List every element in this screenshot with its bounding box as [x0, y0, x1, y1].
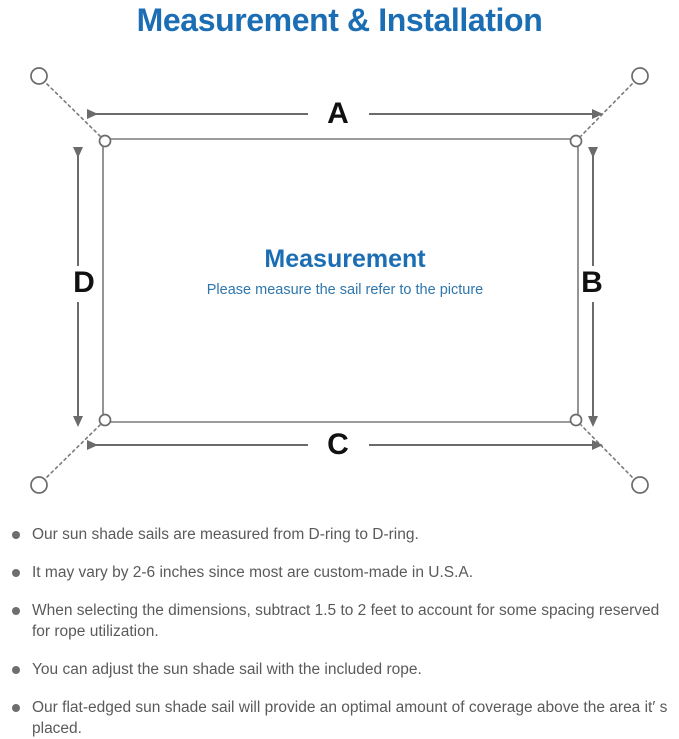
notes-list: Our sun shade sails are measured from D-…	[0, 524, 679, 739]
d-rings	[98, 134, 583, 427]
bullet-icon	[12, 666, 20, 674]
bullet-icon	[12, 607, 20, 615]
list-item: Our flat-edged sun shade sail will provi…	[0, 697, 679, 739]
anchor-rings	[30, 67, 649, 494]
rope-lines	[46, 83, 633, 478]
note-text: It may vary by 2-6 inches since most are…	[32, 564, 474, 581]
dimension-d-label: D	[73, 266, 95, 299]
bullet-icon	[12, 569, 20, 577]
anchor-ring-bottom-left-icon	[30, 476, 48, 494]
note-text: When selecting the dimensions, subtract …	[32, 602, 660, 640]
list-item: It may vary by 2-6 inches since most are…	[0, 562, 679, 583]
anchor-ring-bottom-right-icon	[631, 476, 649, 494]
note-text: Our sun shade sails are measured from D-…	[32, 526, 419, 543]
sail-body	[102, 138, 579, 423]
rope-top-left	[46, 83, 101, 137]
d-ring-bottom-left-icon	[98, 413, 112, 427]
measurement-diagram: A C D B Measurement Please measure the s…	[0, 44, 679, 520]
diagram-center-subheading: Please measure the sail refer to the pic…	[207, 282, 483, 298]
dimension-d: D	[73, 147, 95, 427]
rope-top-right	[580, 83, 633, 137]
d-ring-bottom-right-icon	[569, 413, 583, 427]
dimension-c-label: C	[327, 428, 349, 461]
anchor-ring-top-right-icon	[631, 67, 649, 85]
list-item: Our sun shade sails are measured from D-…	[0, 524, 679, 545]
rope-bottom-right	[580, 424, 633, 478]
list-item: You can adjust the sun shade sail with t…	[0, 659, 679, 680]
note-text: You can adjust the sun shade sail with t…	[32, 661, 422, 678]
dimension-c: C	[87, 428, 603, 461]
dimension-a: A	[87, 97, 603, 130]
list-item: When selecting the dimensions, subtract …	[0, 600, 679, 642]
bullet-icon	[12, 531, 20, 539]
d-ring-top-right-icon	[569, 134, 583, 148]
bullet-icon	[12, 704, 20, 712]
dimension-a-label: A	[327, 97, 349, 130]
dimension-b-label: B	[581, 266, 603, 299]
dimension-b: B	[581, 147, 603, 427]
note-text: Our flat-edged sun shade sail will provi…	[32, 699, 668, 737]
anchor-ring-top-left-icon	[30, 67, 48, 85]
rope-bottom-left	[46, 424, 101, 478]
d-ring-top-left-icon	[98, 134, 112, 148]
page-title: Measurement & Installation	[136, 2, 543, 38]
diagram-center-heading: Measurement	[264, 245, 426, 273]
